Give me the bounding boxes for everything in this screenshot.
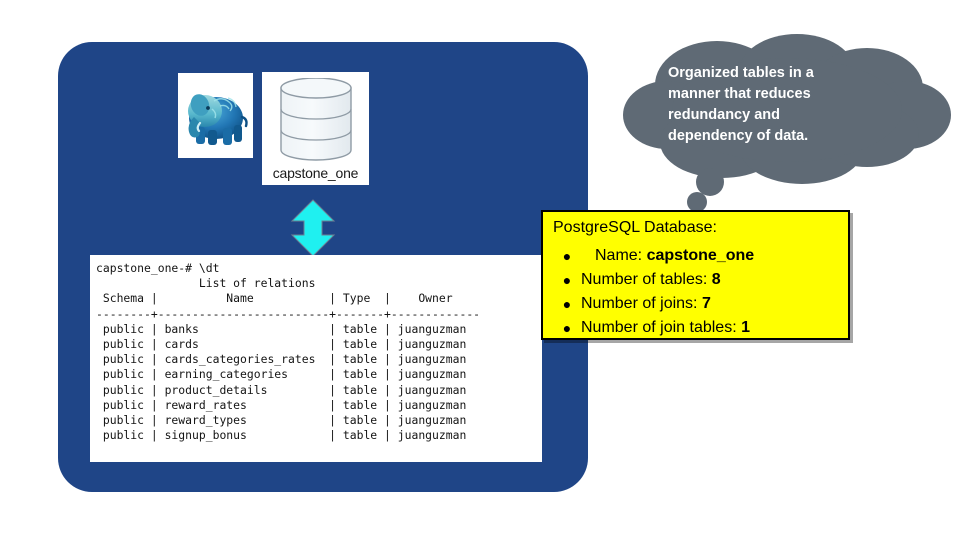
list-item: ● Name: capstone_one bbox=[553, 244, 754, 268]
info-item-label: Number of joins: bbox=[581, 295, 698, 312]
bullet-icon: ● bbox=[562, 248, 572, 264]
list-item: ● Number of join tables: 1 bbox=[553, 316, 754, 340]
list-item: ● Number of joins: 7 bbox=[553, 292, 754, 316]
info-item-label: Number of tables: bbox=[581, 271, 708, 288]
bullet-icon: ● bbox=[562, 296, 572, 312]
sync-arrow-glyph bbox=[290, 199, 336, 257]
info-item-label: Number of join tables: bbox=[581, 319, 737, 336]
info-item-value: 7 bbox=[701, 295, 711, 312]
list-item: ● Number of tables: 8 bbox=[553, 268, 754, 292]
database-icon-tile: capstone_one bbox=[262, 72, 369, 185]
thought-bubble: Organized tables in a manner that reduce… bbox=[622, 30, 952, 215]
info-item-value: capstone_one bbox=[646, 247, 755, 264]
database-label: capstone_one bbox=[272, 165, 359, 181]
psql-terminal-output: capstone_one-# \dt List of relations Sch… bbox=[90, 255, 542, 462]
double-headed-vertical-arrow-icon bbox=[289, 199, 337, 257]
logo-row: capstone_one bbox=[178, 72, 378, 187]
postgresql-elephant-icon bbox=[178, 73, 253, 158]
info-item-value: 1 bbox=[741, 319, 750, 336]
database-cylinder-icon bbox=[280, 78, 352, 161]
terminal-text: capstone_one-# \dt List of relations Sch… bbox=[96, 261, 481, 443]
thought-bubble-shape bbox=[623, 34, 951, 212]
database-info-card: PostgreSQL Database: ● Name: capstone_one… bbox=[541, 210, 850, 340]
info-item-label: Name: bbox=[595, 247, 643, 264]
thought-bubble-text: Organized tables in a manner that reduce… bbox=[668, 65, 814, 144]
bullet-icon: ● bbox=[562, 272, 572, 288]
info-item-value: 8 bbox=[711, 271, 721, 288]
postgresql-elephant-glyph bbox=[178, 73, 253, 158]
info-card-list: ● Name: capstone_one ● Number of tables: 8… bbox=[553, 244, 754, 340]
info-card-title: PostgreSQL Database: bbox=[553, 219, 717, 236]
bullet-icon: ● bbox=[562, 320, 572, 336]
